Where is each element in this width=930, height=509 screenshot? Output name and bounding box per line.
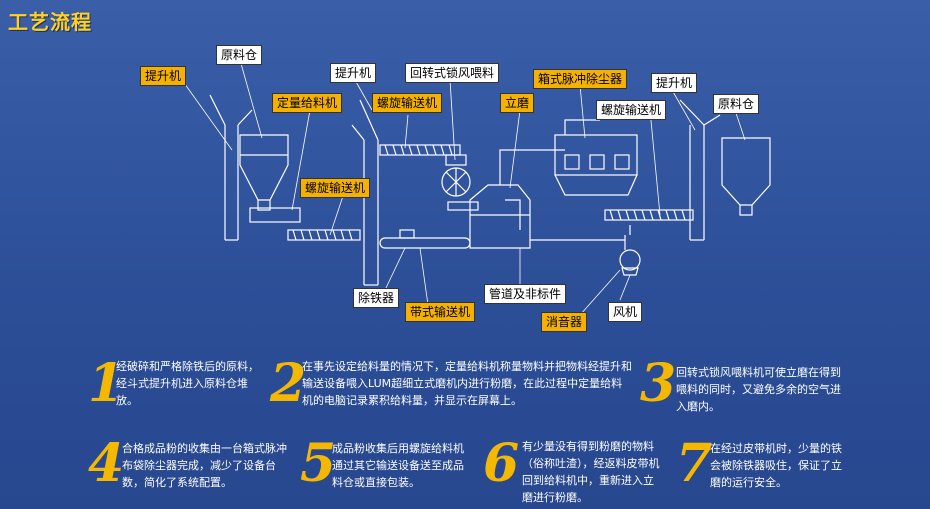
label-elevator-right: 提升机 [651, 73, 698, 93]
label-vertical-mill: 立磨 [500, 93, 535, 113]
step-7-number: 7 [676, 433, 713, 494]
screw-left-shape [287, 229, 361, 241]
step-5-text: 成品粉收集后用螺旋给料机通过其它输送设备送至成品料仓或直接包装。 [332, 442, 464, 489]
step-6-text: 有少量没有得到粉磨的物料（俗称吐渣），经返料皮带机回到给料机中，重新进入立磨进行… [522, 440, 660, 504]
step-4-text: 合格成品粉的收集由一台箱式脉冲布袋除尘器完成，减少了设备台数，简化了系统配置。 [122, 442, 287, 489]
label-screw-left: 螺旋输送机 [300, 178, 371, 198]
elevator-right-shape [679, 99, 721, 241]
label-fan: 风机 [608, 302, 643, 322]
step-2-number: 2 [270, 353, 307, 414]
label-silencer: 消音器 [541, 312, 588, 332]
step-7-text: 在经过皮带机时，少量的铁会被除铁器吸住，保证了立磨的运行安全。 [710, 442, 842, 489]
raw-bin-right-shape [721, 137, 771, 216]
label-elevator-mid: 提升机 [330, 63, 377, 83]
step-1-text: 经破碎和严格除铁后的原料，经斗式提升机进入原料仓堆放。 [116, 360, 259, 407]
screw-right-shape [604, 209, 694, 221]
label-screw-top: 螺旋输送机 [372, 93, 443, 113]
label-raw-bin-right: 原料仓 [713, 94, 760, 114]
step-4-number: 4 [88, 433, 125, 494]
elevator-left-shape [209, 94, 253, 241]
raw-bin-left-shape [239, 134, 289, 211]
fixed-feeder-shape [249, 207, 301, 223]
step-5-number: 5 [300, 433, 337, 494]
label-screw-right: 螺旋输送机 [596, 100, 667, 120]
label-iron-remover: 除铁器 [353, 288, 400, 308]
vertical-mill-shape [469, 149, 565, 249]
belt-conveyor-shape [379, 229, 471, 249]
label-fixed-feeder: 定量给料机 [272, 93, 343, 113]
label-belt-conveyor: 带式输送机 [405, 302, 476, 322]
fan-shape [619, 225, 641, 276]
label-pipes: 管道及非标件 [484, 284, 567, 304]
step-6-number: 6 [483, 433, 520, 494]
page-title: 工艺流程 [8, 10, 92, 34]
dust-collector-shape [554, 119, 638, 196]
label-raw-bin-left: 原料仓 [216, 45, 263, 65]
step-3-text: 回转式锁风喂料机可使立磨在得到喂料的同时，又避免多余的空气进入磨内。 [676, 366, 841, 413]
step-1-number: 1 [88, 353, 125, 414]
rotary-feeder-shape [441, 154, 479, 211]
label-elevator-left: 提升机 [140, 66, 187, 86]
step-2-text: 在事先设定给料量的情况下，定量给料机称量物料并把物料经提升和输送设备喂入LUM超… [302, 360, 632, 407]
screw-top-shape [379, 144, 461, 156]
process-flow-diagram [0, 0, 930, 340]
elevator-mid-shape [351, 99, 379, 286]
label-box-pulse-dust: 箱式脉冲除尘器 [533, 69, 628, 89]
label-rotary-feeder: 回转式锁风喂料 [405, 63, 500, 83]
step-3-number: 3 [640, 353, 677, 414]
